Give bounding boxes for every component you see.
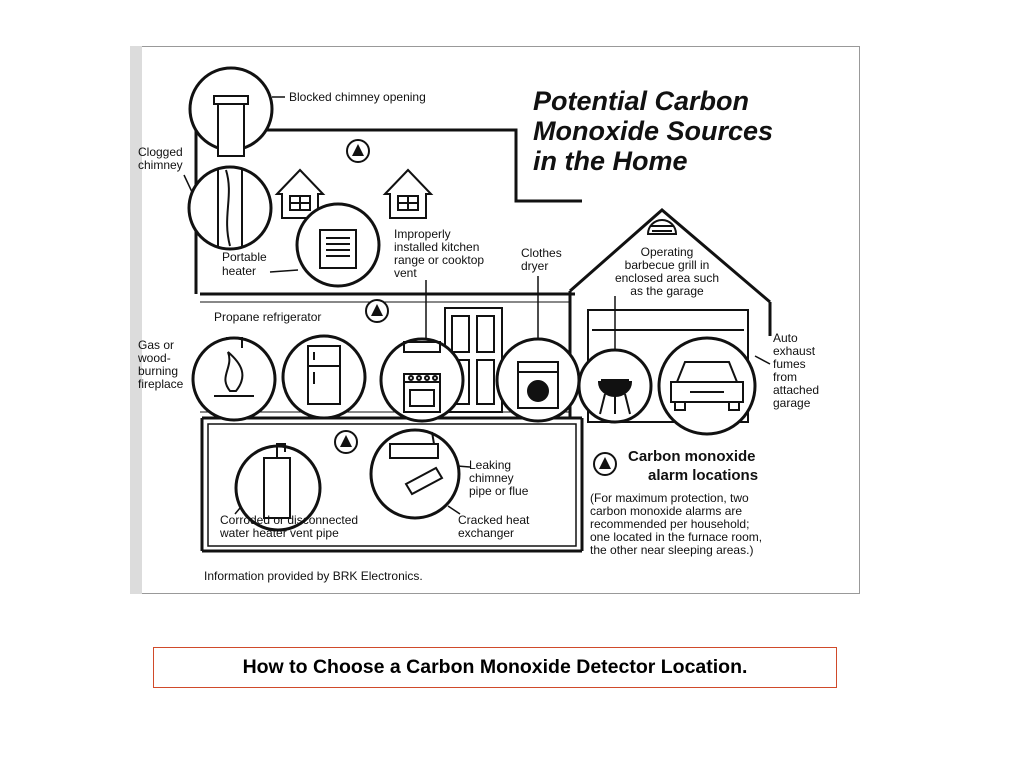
grill-icon — [597, 379, 633, 415]
label-fireplace-1: Gas or — [138, 338, 174, 352]
label-barbecue-4: as the garage — [630, 284, 704, 298]
scan-edge — [130, 46, 142, 594]
leader-lines — [183, 96, 771, 515]
refrigerator-icon — [307, 345, 341, 405]
legend-note-2: carbon monoxide alarms are — [590, 504, 742, 518]
label-clothes-dryer-2: dryer — [521, 259, 548, 273]
label-portable-heater-2: heater — [222, 264, 256, 278]
legend-heading-1: Carbon monoxide — [628, 448, 756, 465]
label-kitchen-range-1: Improperly — [394, 227, 451, 241]
label-water-heater-1: Corroded or disconnected — [220, 513, 358, 527]
kitchen-range-circle — [379, 337, 465, 423]
credit-line: Information provided by BRK Electronics. — [204, 569, 423, 583]
clogged-chimney-circle — [187, 165, 273, 251]
fireplace-circle — [191, 336, 277, 422]
label-water-heater-2: water heater vent pipe — [219, 526, 339, 540]
label-chimney-pipe-1: Leaking — [469, 458, 511, 472]
label-blocked-chimney: Blocked chimney opening — [289, 90, 426, 104]
label-fireplace-4: fireplace — [138, 377, 184, 391]
flame-icon — [214, 337, 254, 397]
co-sources-diagram: Potential Carbon Monoxide Sources in the… — [130, 46, 860, 594]
diagram-title-line-1: Potential Carbon — [533, 86, 749, 116]
label-barbecue-3: enclosed area such — [615, 271, 719, 285]
label-kitchen-range-4: vent — [394, 266, 417, 280]
legend-alarm-icon — [593, 452, 617, 476]
stove-icon — [403, 341, 441, 413]
label-barbecue-1: Operating — [641, 245, 694, 259]
portable-heater-icon — [319, 229, 357, 269]
legend-note-1: (For maximum protection, two — [590, 491, 749, 505]
auto-exhaust-circle — [657, 336, 757, 436]
attic-window-icon — [274, 168, 326, 219]
chimney-cap-icon — [213, 95, 249, 105]
label-auto-exhaust-6: garage — [773, 396, 811, 410]
label-auto-exhaust-4: from — [773, 370, 797, 384]
label-auto-exhaust-1: Auto — [773, 331, 798, 345]
label-propane-refrigerator: Propane refrigerator — [214, 310, 321, 324]
legend-note-5: the other near sleeping areas.) — [590, 543, 753, 557]
label-auto-exhaust-3: fumes — [773, 357, 806, 371]
label-chimney-pipe-3: pipe or flue — [469, 484, 529, 498]
dryer-icon — [517, 361, 559, 409]
label-fireplace-3: burning — [138, 364, 178, 378]
legend-heading-2: alarm locations — [648, 467, 758, 484]
label-heat-exchanger-1: Cracked heat — [458, 513, 530, 527]
diagram-title-line-3: in the Home — [533, 146, 688, 176]
label-chimney-pipe-2: chimney — [469, 471, 514, 485]
label-clothes-dryer-1: Clothes — [521, 246, 562, 260]
label-auto-exhaust-2: exhaust — [773, 344, 816, 358]
label-clogged-chimney-1: Clogged — [138, 145, 183, 159]
label-portable-heater-1: Portable — [222, 250, 267, 264]
label-kitchen-range-3: range or cooktop — [394, 253, 484, 267]
label-clogged-chimney-2: chimney — [138, 158, 183, 172]
water-heater-icon — [263, 443, 291, 519]
car-icon — [670, 361, 744, 411]
label-kitchen-range-2: installed kitchen — [394, 240, 479, 254]
caption-box: How to Choose a Carbon Monoxide Detector… — [153, 647, 837, 688]
propane-refrigerator-circle — [281, 334, 367, 420]
chimney-icon — [217, 99, 245, 157]
label-barbecue-2: barbecue grill in — [625, 258, 710, 272]
legend-note-3: recommended per household; — [590, 517, 749, 531]
label-heat-exchanger-2: exchanger — [458, 526, 514, 540]
alarm-location-icon — [334, 430, 358, 454]
flue-pipe-icon — [389, 431, 444, 496]
label-fireplace-2: wood- — [137, 351, 171, 365]
basement-inner — [207, 423, 577, 547]
label-auto-exhaust-5: attached — [773, 383, 819, 397]
clogged-flue-icon — [217, 169, 243, 247]
legend-note-4: one located in the furnace room, — [590, 530, 762, 544]
alarm-location-icon — [346, 139, 370, 163]
diagram-title-line-2: Monoxide Sources — [533, 116, 773, 146]
attic-window-icon — [382, 168, 434, 219]
alarm-location-icon — [365, 299, 389, 323]
